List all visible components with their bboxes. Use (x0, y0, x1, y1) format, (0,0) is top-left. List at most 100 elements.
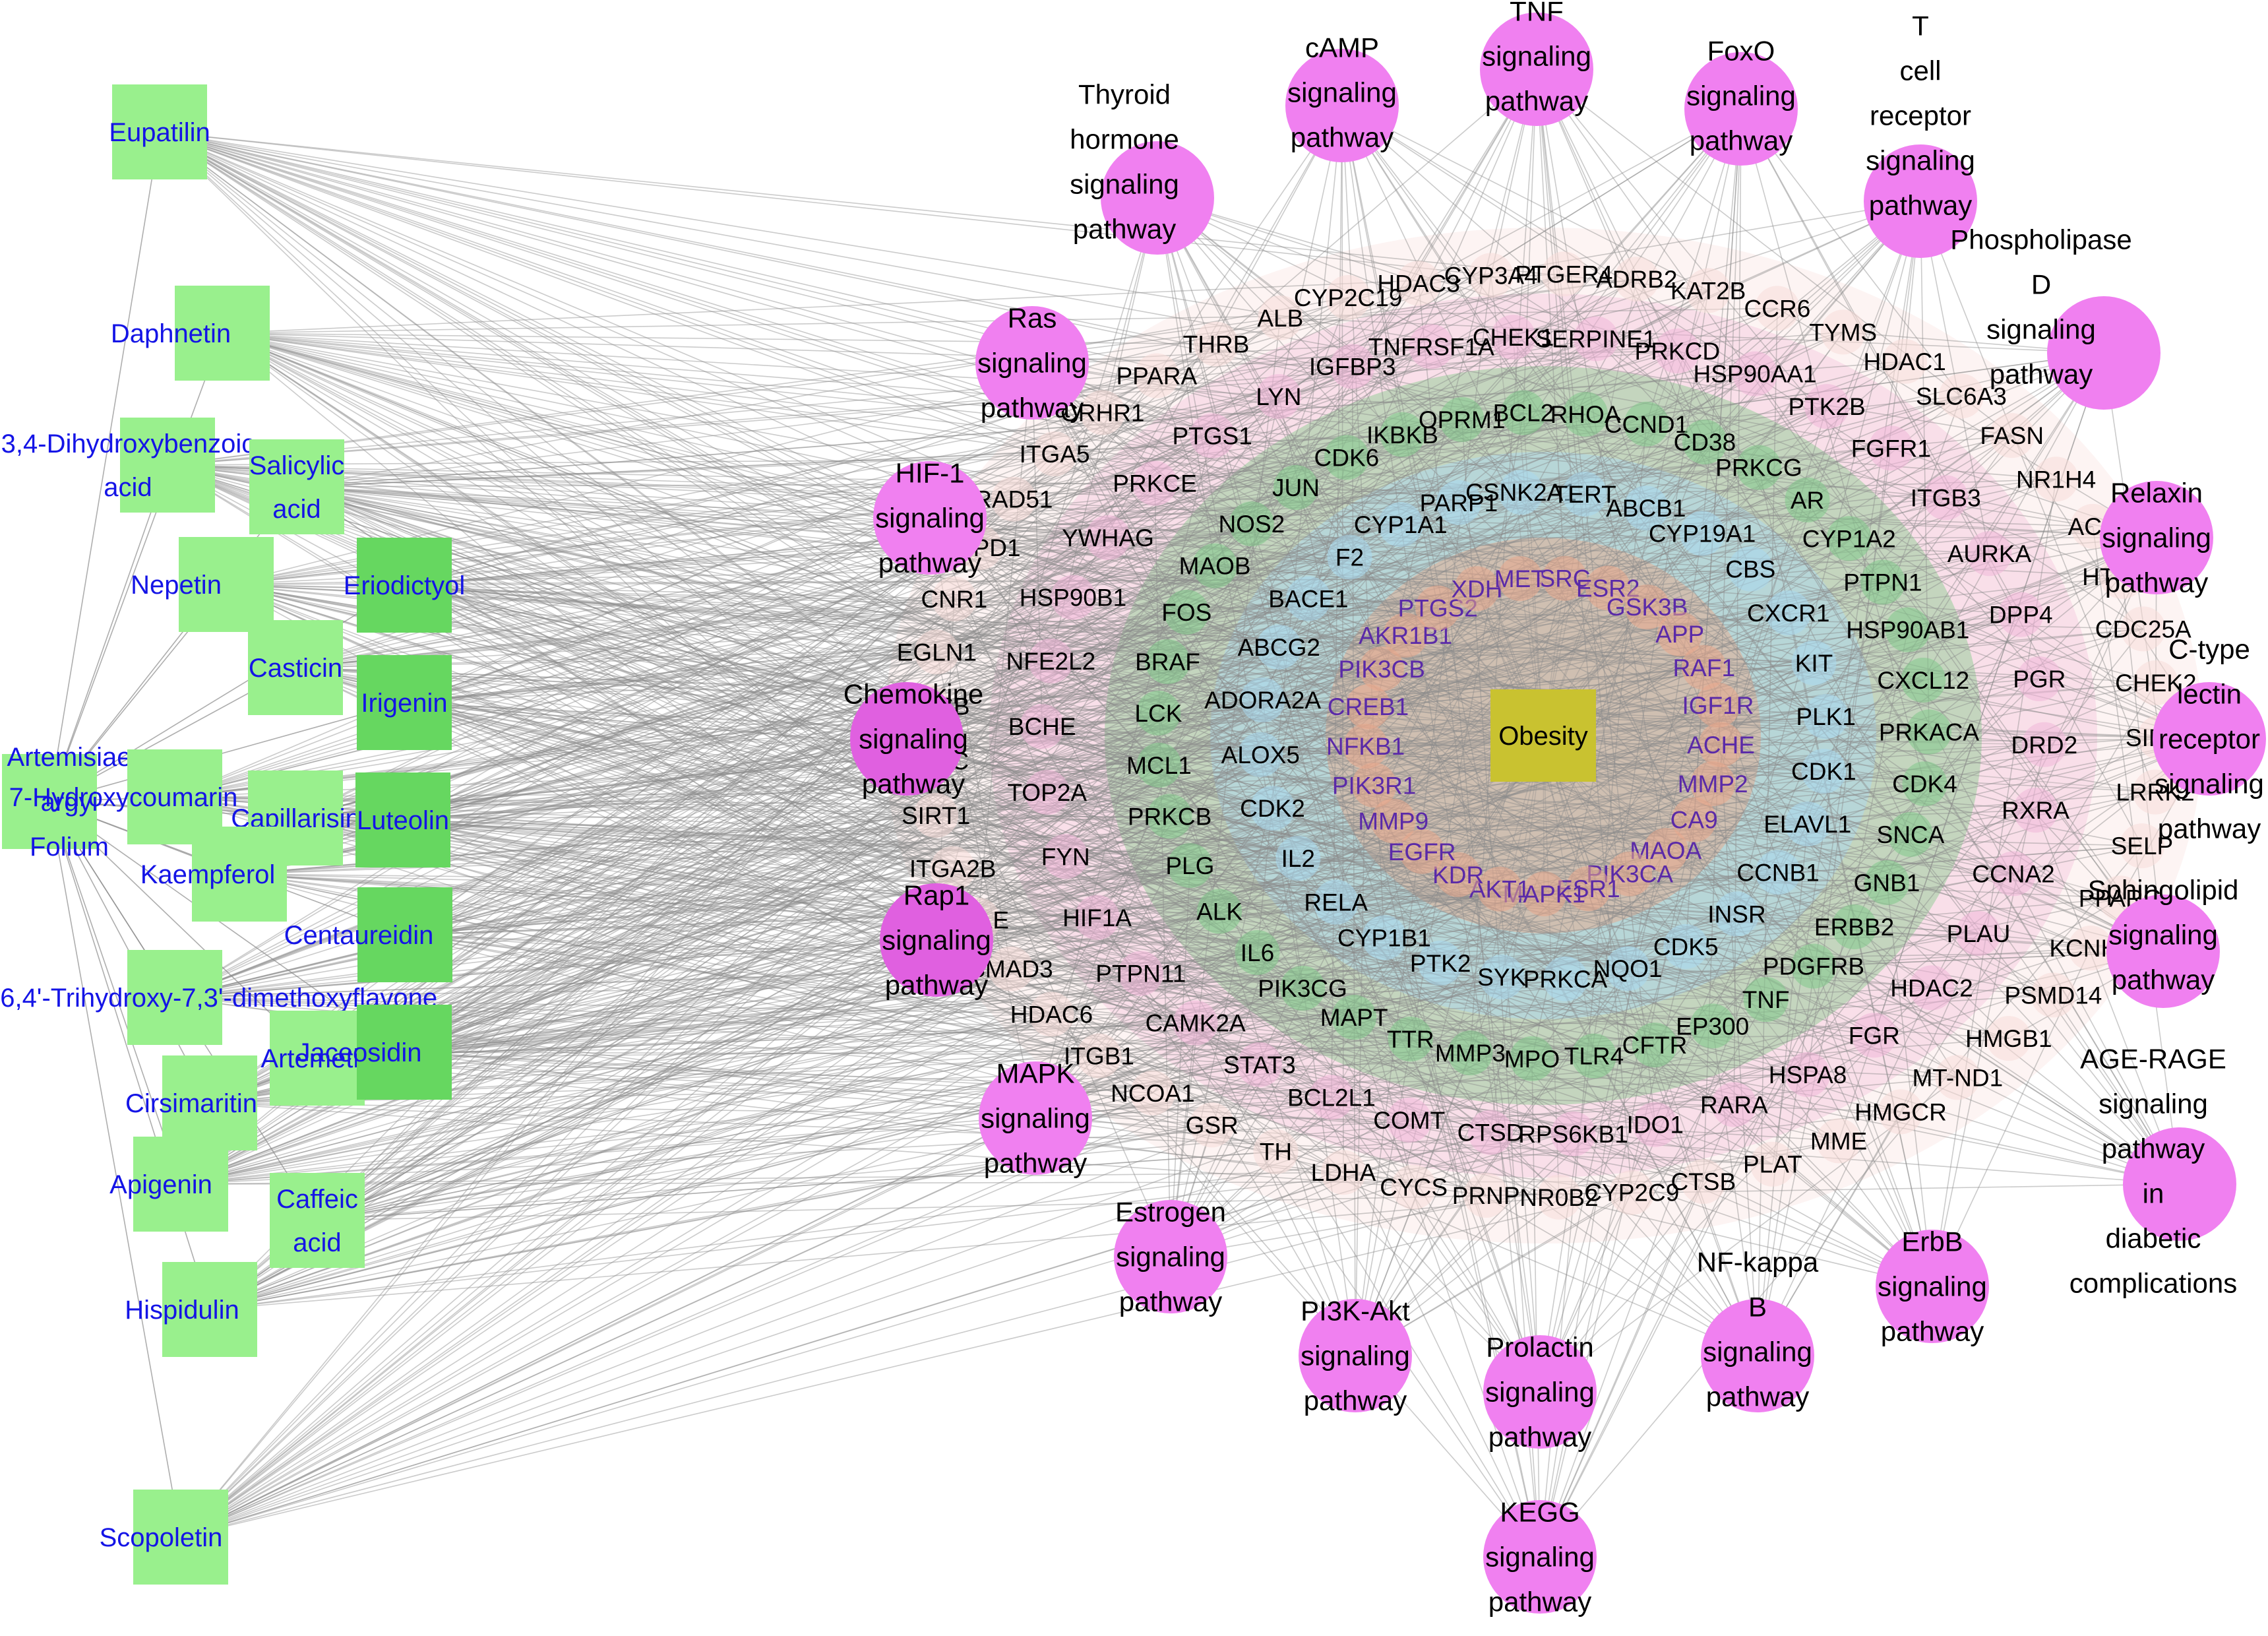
target-node-nfkb1[interactable]: NFKB1 (1326, 724, 1405, 769)
target-node-ptpn11[interactable]: PTPN11 (1095, 951, 1186, 996)
target-node-adora2a[interactable]: ADORA2A (1204, 677, 1321, 723)
target-node-f2[interactable]: F2 (1327, 534, 1372, 580)
target-node-chek2[interactable]: CHEK2 (2115, 660, 2197, 706)
target-node-itgb1[interactable]: ITGB1 (1064, 1033, 1134, 1079)
target-node-creb1[interactable]: CREB1 (1328, 684, 1409, 730)
target-node-gsr[interactable]: GSR (1186, 1102, 1239, 1148)
target-node-prkcd[interactable]: PRKCD (1635, 329, 1721, 374)
target-node-kdr[interactable]: KDR (1432, 852, 1484, 897)
target-node-cyp1a1[interactable]: CYP1A1 (1354, 502, 1448, 548)
ingredient-node-nepetin[interactable]: Nepetin (131, 537, 274, 632)
target-node-tnf[interactable]: TNF (1742, 977, 1790, 1022)
target-node-ppara[interactable]: PPARA (1116, 353, 1197, 398)
target-node-cdk4[interactable]: CDK4 (1892, 761, 1957, 807)
target-node-egln1[interactable]: EGLN1 (897, 629, 977, 675)
target-node-hdac6[interactable]: HDAC6 (1010, 991, 1093, 1037)
target-node-prkaca[interactable]: PRKACA (1879, 709, 1979, 755)
target-node-ccnb1[interactable]: CCNB1 (1736, 850, 1820, 895)
target-node-fasn[interactable]: FASN (1980, 413, 2044, 458)
target-node-insr[interactable]: INSR (1707, 891, 1766, 937)
target-node-ttr[interactable]: TTR (1387, 1017, 1434, 1062)
target-node-braf[interactable]: BRAF (1135, 639, 1200, 685)
target-node-mmp2[interactable]: MMP2 (1678, 761, 1748, 807)
target-node-cyp2c19[interactable]: CYP2C19 (1294, 274, 1403, 320)
target-node-ptk2[interactable]: PTK2 (1410, 940, 1471, 986)
target-node-kat2b[interactable]: KAT2B (1670, 268, 1746, 313)
target-node-ccnd1[interactable]: CCND1 (1605, 401, 1688, 447)
target-node-ldha[interactable]: LDHA (1311, 1150, 1376, 1195)
target-node-pik3r1[interactable]: PIK3R1 (1332, 763, 1417, 808)
target-node-app[interactable]: APP (1655, 612, 1704, 657)
target-node-ache[interactable]: ACHE (1687, 722, 1755, 767)
target-node-hdac1[interactable]: HDAC1 (1863, 338, 1946, 384)
target-node-mpo[interactable]: MPO (1504, 1036, 1560, 1081)
ingredient-node-scopoletin[interactable]: Scopoletin (100, 1490, 228, 1585)
target-node-stat3[interactable]: STAT3 (1223, 1042, 1296, 1087)
target-node-erbb2[interactable]: ERBB2 (1814, 904, 1894, 949)
target-node-prkca[interactable]: PRKCA (1523, 956, 1608, 1001)
target-node-mme[interactable]: MME (1810, 1118, 1867, 1164)
target-node-nfe2l2[interactable]: NFE2L2 (1006, 638, 1096, 683)
target-node-alk[interactable]: ALK (1196, 889, 1242, 934)
target-node-nr1h4[interactable]: NR1H4 (2016, 456, 2096, 502)
target-node-fos[interactable]: FOS (1161, 589, 1211, 635)
target-node-mapt[interactable]: MAPT (1320, 995, 1388, 1040)
ingredient-node-luteolin[interactable]: Luteolin (355, 772, 450, 867)
target-node-csnk2a1[interactable]: CSNK2A1 (1465, 470, 1577, 515)
target-node-cxcl12[interactable]: CXCL12 (1877, 658, 1969, 703)
target-node-cdk6[interactable]: CDK6 (1314, 435, 1380, 480)
ingredient-node-eriodictyol[interactable]: Eriodictyol (344, 538, 466, 633)
ingredient-node-irigenin[interactable]: Irigenin (357, 655, 452, 750)
target-node-ep300[interactable]: EP300 (1676, 1003, 1749, 1049)
target-node-cyp2c9[interactable]: CYP2C9 (1584, 1170, 1679, 1215)
target-node-ctsd[interactable]: CTSD (1457, 1110, 1524, 1155)
target-node-slc6a3[interactable]: SLC6A3 (1916, 373, 2007, 419)
target-node-mmp9[interactable]: MMP9 (1358, 798, 1428, 844)
target-node-xdh[interactable]: XDH (1451, 566, 1502, 612)
target-node-prkce[interactable]: PRKCE (1113, 460, 1197, 506)
target-node-rela[interactable]: RELA (1304, 879, 1368, 925)
target-node-ncoa1[interactable]: NCOA1 (1111, 1070, 1195, 1116)
target-node-adrb2[interactable]: ADRB2 (1596, 257, 1677, 302)
target-node-plau[interactable]: PLAU (1947, 910, 2011, 956)
target-node-tert[interactable]: TERT (1553, 471, 1616, 517)
target-node-jun[interactable]: JUN (1272, 464, 1320, 510)
ingredient-node-eupatilin[interactable]: Eupatilin (109, 84, 210, 179)
target-node-abcb1[interactable]: ABCB1 (1606, 486, 1686, 531)
target-node-th[interactable]: TH (1253, 1129, 1299, 1174)
target-node-prnp[interactable]: PRNP (1452, 1172, 1520, 1218)
target-node-cdk5[interactable]: CDK5 (1653, 924, 1719, 969)
ingredient-node-jaceosidin[interactable]: Jaceosidin (297, 1005, 452, 1100)
ingredient-node-artemetin[interactable]: Artemetin (261, 1011, 374, 1106)
target-node-src[interactable]: SRC (1539, 555, 1591, 601)
target-node-ptpn1[interactable]: PTPN1 (1843, 559, 1922, 605)
target-node-hmgcr[interactable]: HMGCR (1854, 1089, 1947, 1135)
target-node-selp[interactable]: SELP (2111, 823, 2174, 869)
target-node-cycs[interactable]: CYCS (1380, 1164, 1448, 1210)
target-node-tnfrsf1a[interactable]: TNFRSF1A (1368, 324, 1495, 369)
ingredient-node-daphnetin[interactable]: Daphnetin (111, 286, 270, 381)
target-node-tyms[interactable]: TYMS (1809, 309, 1877, 355)
target-node-snca[interactable]: SNCA (1877, 811, 1945, 857)
target-node-fgr[interactable]: FGR (1849, 1013, 1900, 1058)
target-node-cbs[interactable]: CBS (1725, 546, 1775, 592)
ingredient-node-centaureidin[interactable]: Centaureidin (284, 887, 452, 982)
target-node-ca9[interactable]: CA9 (1670, 797, 1718, 842)
target-node-hsp90aa1[interactable]: HSP90AA1 (1693, 351, 1817, 396)
target-node-rad51[interactable]: RAD51 (974, 476, 1053, 522)
target-node-comt[interactable]: COMT (1373, 1097, 1445, 1143)
